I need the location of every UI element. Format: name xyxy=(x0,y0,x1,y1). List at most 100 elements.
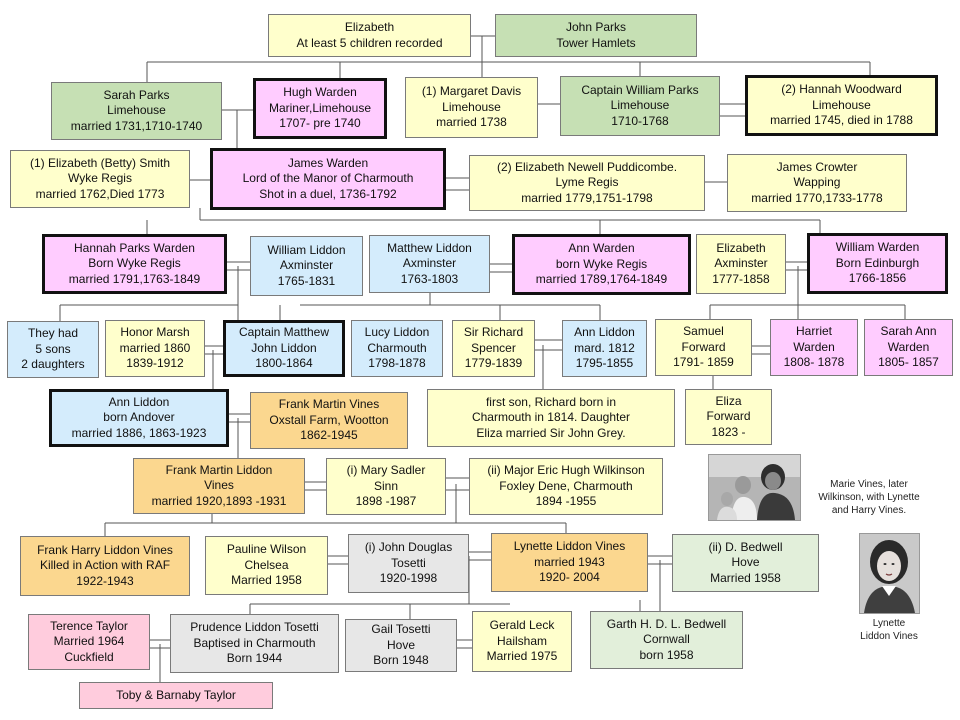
person-text-line: 1898 -1987 xyxy=(355,494,417,509)
person-text-line: married 1789,1764-1849 xyxy=(535,272,668,287)
person-text-line: Hugh Warden xyxy=(283,85,357,100)
person-text-line: Ann Liddon xyxy=(108,394,170,409)
person-text-line: Sir Richard xyxy=(463,325,524,340)
family-photo-caption: Marie Vines, later Wilkinson, with Lynet… xyxy=(818,479,920,516)
person-text-line: 1922-1943 xyxy=(76,573,134,588)
person-text-line: married 1860 xyxy=(119,340,191,355)
person-text-line: 1795-1855 xyxy=(575,356,634,371)
person-text-line: Tower Hamlets xyxy=(556,35,636,50)
person-text-line: Charmouth xyxy=(367,340,427,355)
person-text-line: Cornwall xyxy=(643,632,690,647)
person-text-line: Terence Taylor xyxy=(50,618,128,633)
person-text-line: Elizabeth xyxy=(716,240,766,255)
person-text-line: 1765-1831 xyxy=(277,273,336,288)
person-text-line: William Warden xyxy=(835,240,920,255)
person-text-line: 1798-1878 xyxy=(368,356,426,371)
person-text-line: Lord of the Manor of Charmouth xyxy=(242,171,414,186)
person-text-line: Married 1958 xyxy=(231,573,302,588)
person-text-line: (1) Margaret Davis xyxy=(421,84,522,99)
person-text-line: Captain Matthew xyxy=(238,325,330,340)
connector xyxy=(222,103,746,117)
person-text-line: Limehouse xyxy=(107,103,166,118)
person-text-line: Born Edinburgh xyxy=(835,255,920,270)
person-text-line: Limehouse xyxy=(610,98,670,113)
connector xyxy=(229,413,250,458)
person-text-line: (1) Elizabeth (Betty) Smith xyxy=(29,155,171,170)
connector xyxy=(249,556,661,619)
person-text-line: Born Wyke Regis xyxy=(88,256,181,271)
person-text-line: Married 1958 xyxy=(710,570,781,585)
person-text-line: 1710-1768 xyxy=(611,113,669,128)
person-text-line: Gail Tosetti xyxy=(371,622,431,637)
person-text-line: Harriet xyxy=(795,324,832,339)
person-text-line: Charmouth in 1814. Daughter xyxy=(471,410,631,425)
portrait-photo xyxy=(859,533,920,614)
person-text-line: born Wyke Regis xyxy=(555,256,648,271)
person-text-line: (i) John Douglas xyxy=(364,540,453,555)
person-text-line: 1920- 2004 xyxy=(539,570,600,585)
connector xyxy=(190,110,727,191)
person-text-line: married 1738 xyxy=(436,115,507,130)
person-text-line: (ii) Major Eric Hugh Wilkinson xyxy=(487,463,645,478)
person-text-line: 1763-1803 xyxy=(400,271,459,286)
person-text-line: 1766-1856 xyxy=(848,271,907,286)
person-text-line: Hailsham xyxy=(496,633,547,648)
person-text-line: Warden xyxy=(793,339,835,354)
person-text-line: married 1745, died in 1788 xyxy=(770,113,913,128)
person-text-line: (i) Mary Sadler xyxy=(346,463,426,478)
person-text-line: (ii) D. Bedwell xyxy=(708,539,783,554)
person-text-line: Hannah Parks Warden xyxy=(74,240,195,255)
person-text-line: Lyme Regis xyxy=(555,175,619,190)
person-text-line: Killed in Action with RAF xyxy=(39,558,171,573)
person-text-line: Axminster xyxy=(402,256,457,271)
person-text-line: 1808- 1878 xyxy=(783,355,845,370)
person-text-line: Elizabeth xyxy=(344,20,395,34)
person-text-line: 1862-1945 xyxy=(300,428,358,443)
person-text-line: Eliza married Sir John Grey. xyxy=(476,425,626,440)
family-photo xyxy=(708,454,801,521)
person-text-line: 1779-1839 xyxy=(464,356,523,371)
person-text-line: Ann Liddon xyxy=(574,325,635,340)
person-text-line: 1791- 1859 xyxy=(673,355,734,370)
person-text-line: Married 1964 xyxy=(53,634,125,649)
person-text-line: Limehouse xyxy=(812,97,871,112)
person-text-line: Garth H. D. L. Bedwell xyxy=(606,616,727,631)
person-text-line: 1805- 1857 xyxy=(878,355,939,370)
portrait-caption: Lynette Liddon Vines xyxy=(860,618,918,642)
person-text-line: 5 sons xyxy=(35,341,71,356)
person-text-line: (2) Elizabeth Newell Puddicombe. xyxy=(496,159,678,174)
person-text-line: James Crowter xyxy=(776,159,858,174)
person-text-line: Forward xyxy=(706,409,751,424)
person-text-line: first son, Richard born in xyxy=(485,394,617,409)
person-text-line: William Liddon xyxy=(267,242,346,257)
person-text-line: Lynette Liddon Vines xyxy=(513,539,626,554)
person-text-line: Vines xyxy=(204,478,234,493)
person-text-line: Gerald Leck xyxy=(489,618,555,633)
person-text-line: Shot in a duel, 1736-1792 xyxy=(259,186,397,201)
